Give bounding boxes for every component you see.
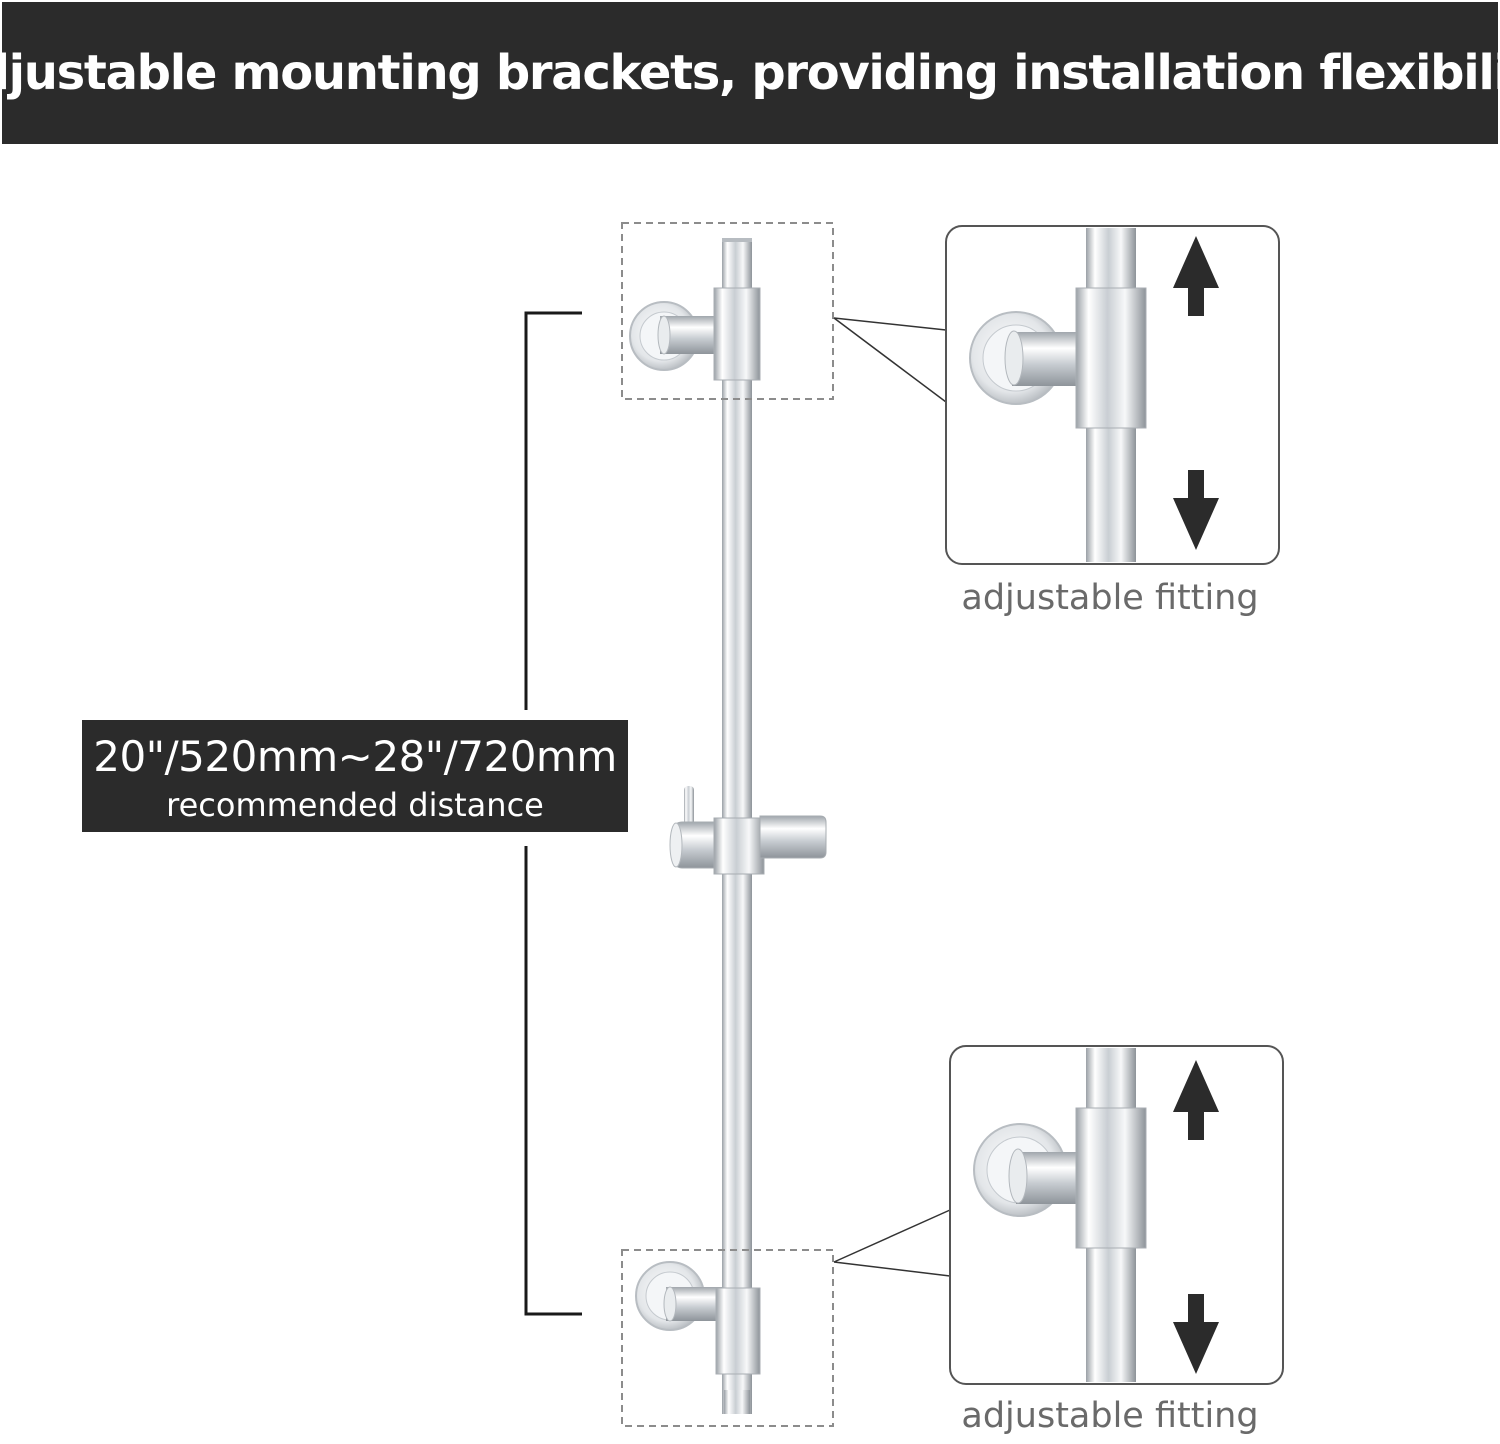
bottom-bracket-highlight	[621, 1249, 834, 1427]
bottom-fitting-label: adjustable fitting	[961, 1396, 1259, 1436]
distance-value: 20"/520mm~28"/720mm	[93, 732, 617, 781]
distance-bracket	[524, 311, 582, 1316]
bottom-bracket	[635, 1261, 761, 1375]
shower-head-holder	[669, 786, 827, 875]
distance-caption: recommended distance	[166, 786, 544, 824]
down-arrow-icon	[1173, 470, 1219, 550]
title-banner: Adjustable mounting brackets, providing …	[0, 2, 1500, 144]
top-bracket	[629, 287, 761, 381]
top-bracket-highlight	[621, 222, 834, 400]
down-arrow-icon	[1173, 1294, 1219, 1374]
distance-badge: 20"/520mm~28"/720mm recommended distance	[82, 720, 628, 832]
up-arrow-icon	[1173, 1060, 1219, 1140]
page-title: Adjustable mounting brackets, providing …	[0, 45, 1500, 101]
up-arrow-icon	[1173, 236, 1219, 316]
top-fitting-label: adjustable fitting	[961, 578, 1259, 618]
top-zoom-callout	[945, 225, 1280, 565]
bottom-zoom-callout	[949, 1045, 1284, 1385]
callout-connectors	[833, 317, 951, 1277]
